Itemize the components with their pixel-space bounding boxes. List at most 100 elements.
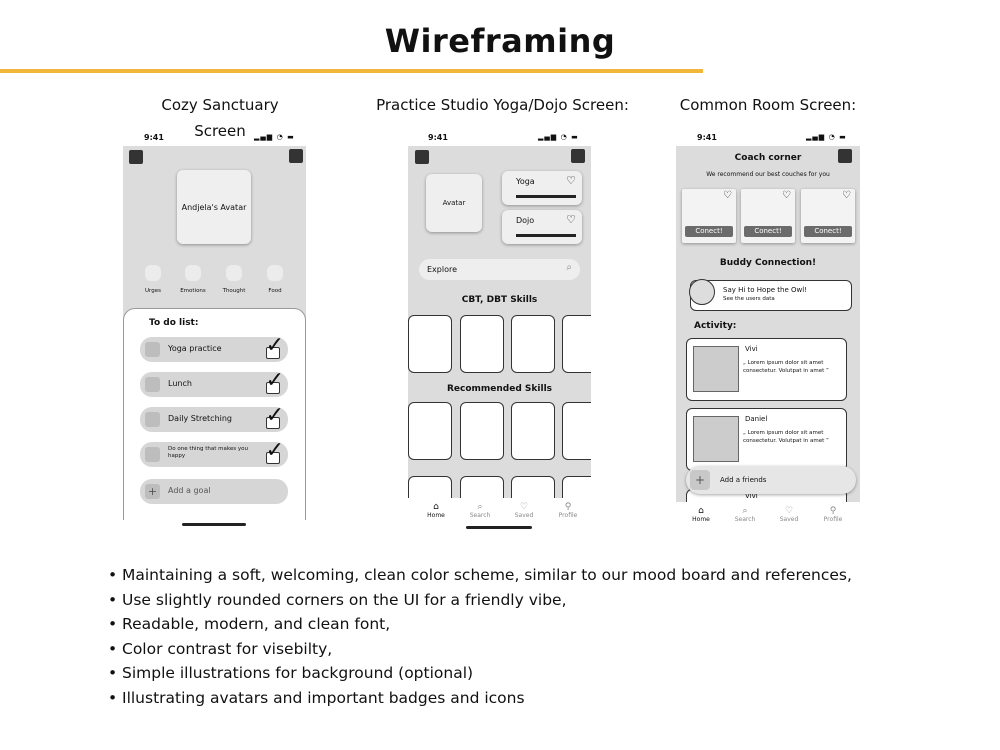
todo-checkbox[interactable]	[145, 342, 160, 357]
nav-home[interactable]: ⌂Home	[421, 502, 451, 519]
activity-title: Activity:	[694, 321, 737, 331]
connect-button[interactable]: Conect!	[685, 226, 733, 237]
caption-common: Common Room Screen:	[679, 96, 857, 114]
cbt-skills-title: CBT, DBT Skills	[461, 295, 538, 305]
status-time: 9:41	[697, 133, 717, 142]
category-thought-icon[interactable]	[226, 265, 242, 281]
heart-icon[interactable]: ♡	[566, 174, 576, 187]
skill-card[interactable]	[408, 476, 452, 498]
add-friends-button[interactable]: + Add a friends	[686, 466, 856, 494]
avatar-label: Andjela's Avatar	[181, 202, 247, 212]
activity-thumbnail	[693, 416, 739, 462]
todo-label: Do one thing that makes you happy	[168, 446, 248, 459]
activity-card[interactable]: Daniel „ Lorem ipsum dolor sit amet cons…	[686, 408, 847, 471]
status-signal-icon: ▂▄▆ ◔ ▬	[254, 133, 295, 141]
coach-card[interactable]: ♡ Conect!	[682, 189, 736, 243]
title-underline	[0, 69, 703, 73]
add-goal-button[interactable]: + Add a goal	[140, 479, 288, 504]
nav-home[interactable]: ⌂Home	[686, 506, 716, 523]
category-urges-icon[interactable]	[145, 265, 161, 281]
skill-card[interactable]	[460, 402, 504, 460]
status-time: 9:41	[144, 133, 164, 142]
todo-title: To do list:	[149, 318, 199, 328]
nav-profile[interactable]: ⚲Profile	[553, 502, 583, 519]
skill-card[interactable]	[562, 476, 591, 498]
caption-studio: Practice Studio Yoga/Dojo Screen:	[376, 96, 629, 114]
yoga-label: Yoga	[516, 177, 535, 186]
todo-checkbox[interactable]	[145, 447, 160, 462]
heart-icon[interactable]: ♡	[723, 190, 732, 201]
yoga-card[interactable]: Yoga ♡	[502, 171, 582, 205]
nav-search[interactable]: ⌕Search	[730, 506, 760, 523]
menu-icon[interactable]	[129, 150, 143, 164]
caption-cozy-line2: Screen	[194, 122, 246, 140]
skill-card[interactable]	[460, 476, 504, 498]
activity-user: Vivi	[745, 345, 758, 353]
heart-icon: ♡	[784, 506, 794, 516]
buddy-subtext: See the users data	[723, 296, 775, 302]
menu-icon[interactable]	[415, 150, 429, 164]
avatar[interactable]: Andjela's Avatar	[177, 170, 251, 244]
caption-cozy-line1: Cozy Sanctuary	[161, 96, 279, 114]
settings-icon[interactable]	[838, 149, 852, 163]
category-food-icon[interactable]	[267, 265, 283, 281]
nav-profile[interactable]: ⚲Profile	[818, 506, 848, 523]
connect-button[interactable]: Conect!	[804, 226, 852, 237]
home-indicator	[182, 523, 246, 526]
search-icon: ⌕	[477, 502, 483, 512]
settings-icon[interactable]	[289, 149, 303, 163]
skill-card[interactable]	[562, 402, 591, 460]
category-emotions-icon[interactable]	[185, 265, 201, 281]
activity-user: Daniel	[745, 415, 768, 423]
design-note: Readable, modern, and clean font,	[108, 612, 852, 637]
profile-icon: ⚲	[829, 506, 837, 516]
activity-text: „ Lorem ipsum dolor sit amet consectetur…	[743, 430, 829, 444]
coach-card[interactable]: ♡ Conect!	[741, 189, 795, 243]
heart-icon[interactable]: ♡	[782, 190, 791, 201]
todo-panel: To do list: Yoga practice ✓ Lunch ✓ Dail…	[123, 308, 306, 520]
yoga-progress	[516, 195, 576, 198]
design-note: Illustrating avatars and important badge…	[108, 686, 852, 711]
design-note: Color contrast for visebilty,	[108, 637, 852, 662]
todo-item[interactable]: Daily Stretching ✓	[140, 405, 288, 432]
coach-corner-title: Coach corner	[734, 153, 802, 163]
checkmark-icon: ✓	[265, 333, 284, 358]
todo-checkbox[interactable]	[145, 377, 160, 392]
buddy-card[interactable]: Say Hi to Hope the Owl! See the users da…	[689, 279, 852, 311]
nav-saved[interactable]: ♡Saved	[509, 502, 539, 519]
nav-search[interactable]: ⌕Search	[465, 502, 495, 519]
add-goal-label: Add a goal	[168, 486, 211, 495]
avatar[interactable]: Avatar	[426, 174, 482, 232]
studio-screen: Avatar Yoga ♡ Dojo ♡ Explore ⌕ CBT, DBT …	[408, 146, 591, 498]
skill-card[interactable]	[511, 402, 555, 460]
skill-card[interactable]	[562, 315, 591, 373]
skill-card[interactable]	[408, 402, 452, 460]
skill-card[interactable]	[460, 315, 504, 373]
heart-icon[interactable]: ♡	[842, 190, 851, 201]
activity-text: „ Lorem ipsum dolor sit amet consectetur…	[743, 360, 829, 374]
todo-item[interactable]: Lunch ✓	[140, 370, 288, 397]
avatar-label: Avatar	[442, 199, 466, 207]
skill-card[interactable]	[408, 315, 452, 373]
heart-icon[interactable]: ♡	[566, 213, 576, 226]
activity-thumbnail	[693, 346, 739, 392]
explore-search[interactable]: Explore ⌕	[419, 259, 580, 280]
todo-item[interactable]: Yoga practice ✓	[140, 333, 288, 362]
done-box	[266, 417, 280, 429]
dojo-progress	[516, 234, 576, 237]
skill-card[interactable]	[511, 315, 555, 373]
coach-card[interactable]: ♡ Conect!	[801, 189, 855, 243]
design-note: Simple illustrations for background (opt…	[108, 661, 852, 686]
done-box	[266, 382, 280, 394]
nav-saved[interactable]: ♡Saved	[774, 506, 804, 523]
todo-item[interactable]: Do one thing that makes you happy ✓	[140, 440, 288, 467]
settings-icon[interactable]	[571, 149, 585, 163]
home-indicator	[466, 526, 532, 529]
connect-button[interactable]: Conect!	[744, 226, 792, 237]
activity-card[interactable]: Vivi „ Lorem ipsum dolor sit amet consec…	[686, 338, 847, 401]
dojo-card[interactable]: Dojo ♡	[502, 210, 582, 244]
todo-checkbox[interactable]	[145, 412, 160, 427]
skill-card[interactable]	[511, 476, 555, 498]
status-time: 9:41	[428, 133, 448, 142]
plus-icon: +	[690, 470, 710, 490]
